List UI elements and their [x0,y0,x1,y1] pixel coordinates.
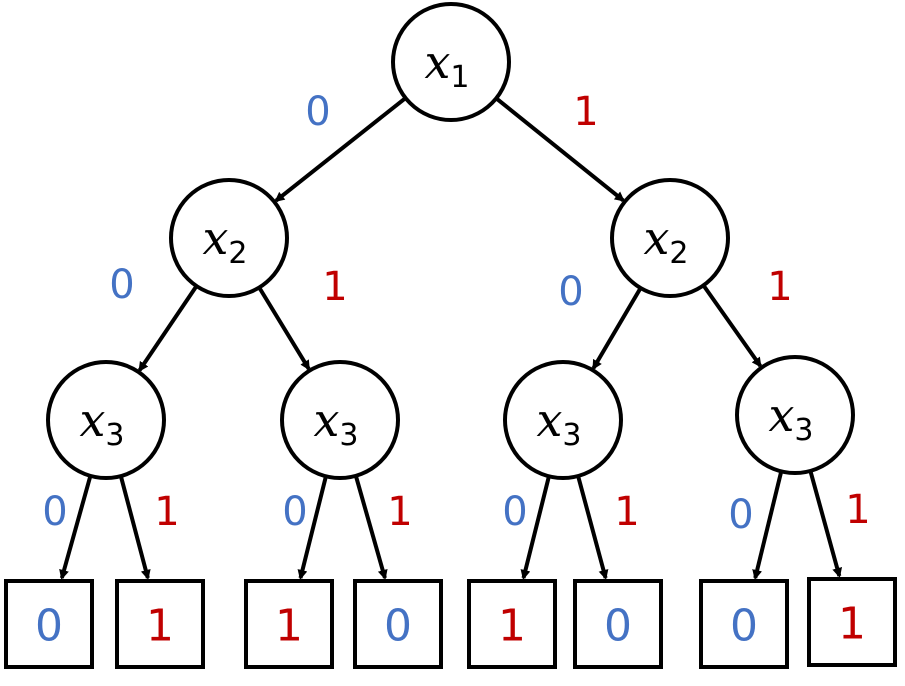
leaf-node: 0 [4,579,94,669]
leaf-value: 1 [838,599,866,650]
leaf-value: 0 [35,601,63,652]
edge-arrow [591,286,643,371]
edge-label: 1 [322,264,347,310]
node-variable-label: x3 [79,393,124,453]
edge-label: 1 [845,487,870,533]
edge-arrow [118,475,151,580]
node-variable-label: x2 [643,211,688,271]
node-circle [503,360,623,480]
edge-arrow [808,470,843,578]
node-variable-label: x3 [536,393,581,453]
node-circle [169,178,289,298]
leaf-value: 1 [498,601,526,652]
leaf-node: 1 [807,577,897,667]
edge-arrow [494,96,625,202]
node-variable-label: x3 [768,388,813,448]
edge-label: 1 [767,264,792,310]
leaf-node: 0 [699,579,789,669]
variable-node: x2 [169,178,289,298]
edge-label: 0 [305,89,330,135]
edge-arrow [353,475,388,580]
variable-nodes: x1 x2 x2 x3 x3 x3 x3 [46,2,855,480]
edge-arrow [701,284,763,368]
edge-label: 0 [558,269,583,315]
edge-label: 0 [109,262,134,308]
leaf-box [699,579,789,669]
node-circle [735,355,855,475]
edge-arrow [576,475,609,580]
leaf-box [573,579,663,669]
edge-label: 1 [387,489,412,535]
edge-label: 0 [282,489,307,535]
variable-node: x1 [391,2,511,122]
leaf-node: 1 [115,579,205,669]
leaf-node: 1 [467,579,557,669]
variable-node: x3 [503,360,623,480]
edge-label: 1 [614,489,639,535]
edge-arrow [257,286,311,371]
leaf-value: 1 [146,601,174,652]
leaf-value: 0 [384,601,412,652]
node-variable-label: x2 [202,211,247,271]
edges [59,96,843,580]
node-circle [391,2,511,122]
node-variable-label: x3 [313,393,358,453]
node-circle [610,178,730,298]
edge-label: 1 [573,89,598,135]
leaf-box [4,579,94,669]
variable-node: x2 [610,178,730,298]
leaf-value: 0 [604,601,632,652]
leaf-nodes: 0 1 1 0 1 0 0 1 [4,577,897,669]
edge-arrow [752,470,784,580]
edge-label: 1 [154,489,179,535]
edge-arrow [137,284,199,372]
edge-label: 0 [502,489,527,535]
edge-labels: 0 1 0 1 0 1 0 1 0 1 0 1 0 1 [42,89,870,538]
leaf-value: 1 [275,601,303,652]
edge-arrow [297,475,328,580]
leaf-box [244,579,334,669]
leaf-box [115,579,205,669]
edge-label: 0 [42,489,67,535]
node-circle [280,360,400,480]
variable-node: x3 [735,355,855,475]
edge-label: 0 [728,492,753,538]
leaf-box [353,579,443,669]
leaf-node: 0 [573,579,663,669]
edge-arrow [59,475,93,580]
edge-arrow [274,96,407,203]
variable-node: x3 [280,360,400,480]
node-circle [46,360,166,480]
leaf-box [467,579,557,669]
leaf-box [807,577,897,667]
leaf-node: 1 [244,579,334,669]
leaf-node: 0 [353,579,443,669]
edge-arrow [520,475,551,580]
node-variable-label: x1 [424,35,469,95]
variable-node: x3 [46,360,166,480]
leaf-value: 0 [730,601,758,652]
